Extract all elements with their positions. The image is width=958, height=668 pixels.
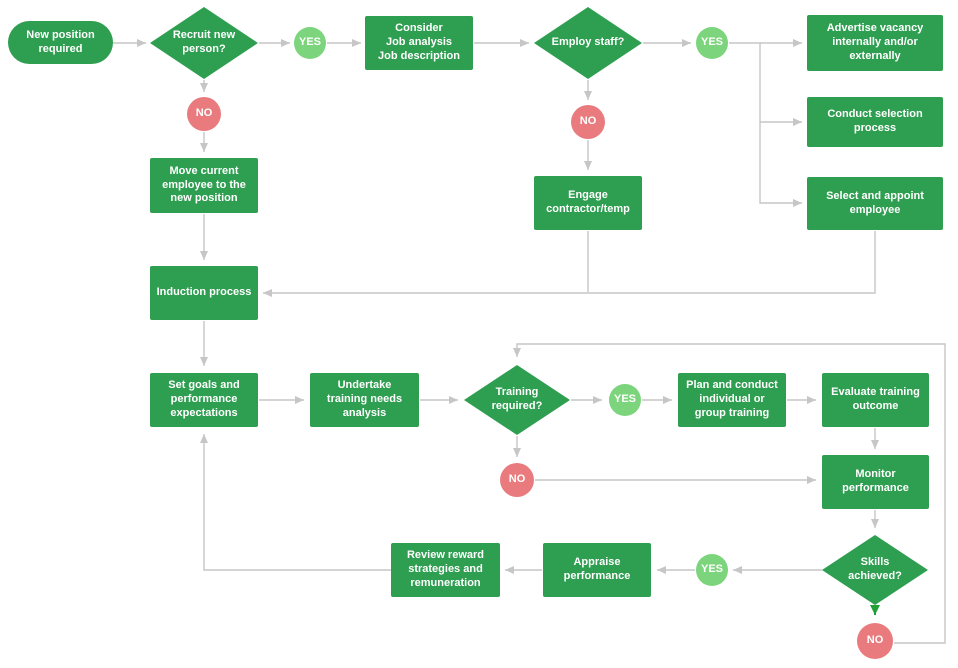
process-select-appoint[interactable]: Select and appoint employee xyxy=(807,177,943,230)
yes-badge-recruit[interactable]: YES xyxy=(294,27,326,59)
process-review-reward[interactable]: Review reward strategies and remuneratio… xyxy=(391,543,500,597)
process-plan-conduct-training[interactable]: Plan and conduct individual or group tra… xyxy=(678,373,786,427)
process-set-goals[interactable]: Set goals and performance expectations xyxy=(150,373,258,427)
connector-review-to-setgoals xyxy=(200,434,391,571)
node-label: NO xyxy=(866,634,884,647)
process-monitor-performance[interactable]: Monitor performance xyxy=(822,455,929,509)
node-label: Plan and conduct individual or group tra… xyxy=(686,379,778,419)
node-label: Select and appoint employee xyxy=(826,189,924,216)
no-badge-employ[interactable]: NO xyxy=(571,105,605,139)
node-label: Move current employee to the new positio… xyxy=(162,164,246,205)
node-label: YES xyxy=(298,36,321,49)
node-label: Advertise vacancy internally and/or exte… xyxy=(826,22,924,62)
node-label: NO xyxy=(579,115,597,128)
node-label: YES xyxy=(613,393,636,406)
node-label: Consider Job analysis Job description xyxy=(378,22,460,62)
node-label: Conduct selection process xyxy=(827,108,923,134)
yes-badge-training[interactable]: YES xyxy=(609,384,641,416)
node-label: Recruit new person? xyxy=(172,29,236,55)
node-label: Undertake training needs analysis xyxy=(326,379,403,419)
node-label: Set goals and performance expectations xyxy=(168,379,240,419)
node-label: NO xyxy=(195,107,213,120)
process-move-current-employee[interactable]: Move current employee to the new positio… xyxy=(150,158,258,213)
node-label: Engage contractor/temp xyxy=(546,189,630,215)
node-label: Evaluate training outcome xyxy=(831,386,920,412)
process-undertake-training-needs[interactable]: Undertake training needs analysis xyxy=(310,373,419,427)
no-badge-skills[interactable]: NO xyxy=(857,623,893,659)
connector-yes-to-selectappoint xyxy=(729,42,802,207)
no-badge-training[interactable]: NO xyxy=(500,463,534,497)
connector-selectappoint-to-induction xyxy=(263,231,876,297)
node-label: New position required xyxy=(26,28,95,55)
process-appraise-performance[interactable]: Appraise performance xyxy=(543,543,651,597)
process-consider-job-analysis[interactable]: Consider Job analysis Job description xyxy=(365,16,473,70)
terminator-new-position-required[interactable]: New position required xyxy=(8,21,113,64)
node-label: Skills achieved? xyxy=(848,556,902,582)
node-label: YES xyxy=(700,36,723,49)
yes-badge-skills[interactable]: YES xyxy=(696,554,728,586)
process-induction[interactable]: Induction process xyxy=(150,266,258,320)
node-label: Employ staff? xyxy=(551,36,625,49)
process-advertise-vacancy[interactable]: Advertise vacancy internally and/or exte… xyxy=(807,15,943,71)
node-label: Induction process xyxy=(156,286,252,299)
node-label: NO xyxy=(508,473,526,486)
node-label: Monitor performance xyxy=(842,468,909,494)
node-label: Review reward strategies and remuneratio… xyxy=(406,549,485,589)
yes-badge-employ[interactable]: YES xyxy=(696,27,728,59)
process-evaluate-training[interactable]: Evaluate training outcome xyxy=(822,373,929,427)
no-badge-recruit[interactable]: NO xyxy=(187,97,221,131)
node-label: YES xyxy=(700,563,723,576)
node-label: Training required? xyxy=(491,386,543,412)
node-label: Appraise performance xyxy=(563,556,631,582)
connector-noskills-to-trainingreq xyxy=(513,343,946,644)
process-engage-contractor[interactable]: Engage contractor/temp xyxy=(534,176,642,230)
process-conduct-selection[interactable]: Conduct selection process xyxy=(807,97,943,147)
